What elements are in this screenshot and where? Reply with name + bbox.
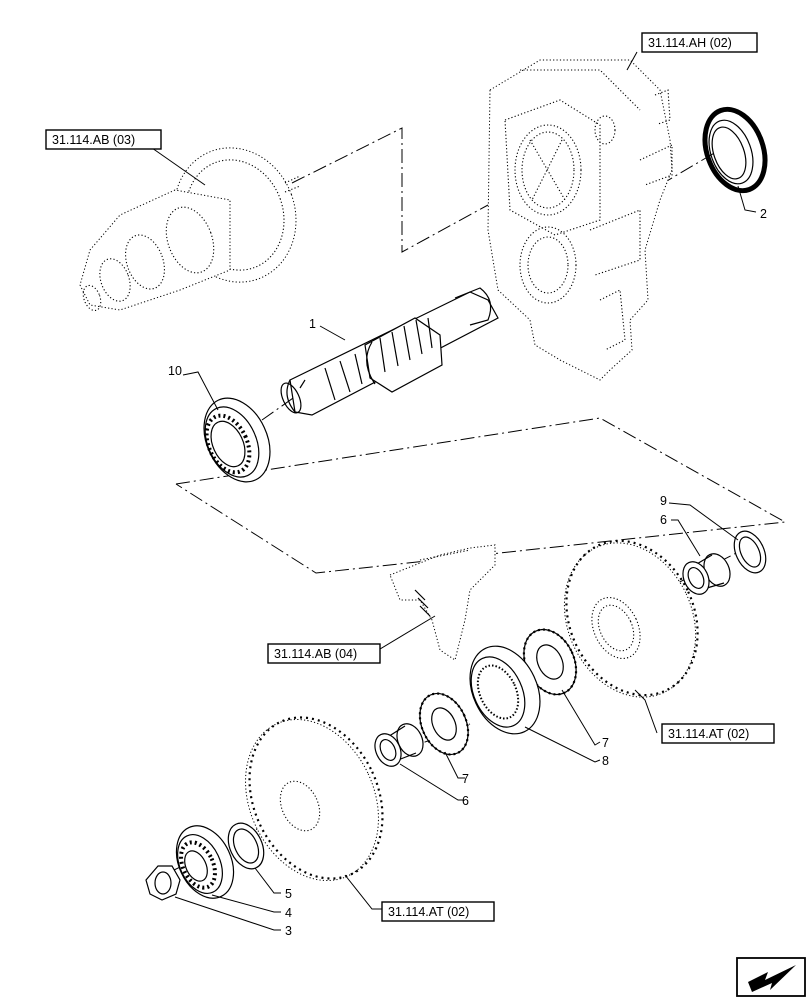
callout-10: 10: [168, 364, 182, 378]
callout-2: 2: [760, 207, 767, 221]
leader-lines: [151, 51, 757, 931]
transmission-housing: [487, 59, 673, 381]
shift-fork: [389, 544, 496, 661]
callout-8: 8: [602, 754, 609, 768]
gear-left: [418, 692, 470, 756]
lower-gear: [245, 716, 384, 882]
bushing-right: [682, 553, 731, 595]
synchronizer: [469, 645, 541, 735]
ref-input-shaft-assembly[interactable]: 31.114.AB (03): [45, 129, 162, 150]
input-shaft-assembly: [79, 147, 301, 312]
callout-3: 3: [285, 924, 292, 938]
nut: [145, 865, 181, 901]
svg-text:31.114.AT (02): 31.114.AT (02): [668, 727, 749, 741]
svg-text:31.114.AT (02): 31.114.AT (02): [388, 905, 469, 919]
ref-housing[interactable]: 31.114.AH (02): [641, 32, 758, 53]
washer-lower: [227, 822, 265, 870]
ref-shift-fork[interactable]: 31.114.AB (04): [267, 643, 381, 664]
bushing-left: [374, 723, 424, 767]
callout-7-right: 7: [602, 736, 609, 750]
callout-6-left: 6: [462, 794, 469, 808]
ref-lower-gear[interactable]: 31.114.AT (02): [381, 901, 495, 922]
bearing-lower: [175, 825, 235, 899]
callout-1: 1: [309, 317, 316, 331]
arrow-return-icon[interactable]: [736, 957, 806, 997]
callout-7-left: 7: [462, 772, 469, 786]
main-shaft: [280, 287, 499, 416]
upper-gear: [563, 539, 699, 698]
callout-4: 4: [285, 906, 292, 920]
washer-right: [733, 530, 767, 574]
bearing-upper: [203, 397, 271, 483]
seal-ring: [702, 106, 768, 194]
callout-5: 5: [285, 887, 292, 901]
svg-text:31.114.AH (02): 31.114.AH (02): [648, 36, 732, 50]
callout-6-right: 6: [660, 513, 667, 527]
callout-9: 9: [660, 494, 667, 508]
ref-upper-gear[interactable]: 31.114.AT (02): [661, 723, 775, 744]
svg-text:31.114.AB (03): 31.114.AB (03): [52, 133, 135, 147]
svg-text:31.114.AB (04): 31.114.AB (04): [274, 647, 357, 661]
